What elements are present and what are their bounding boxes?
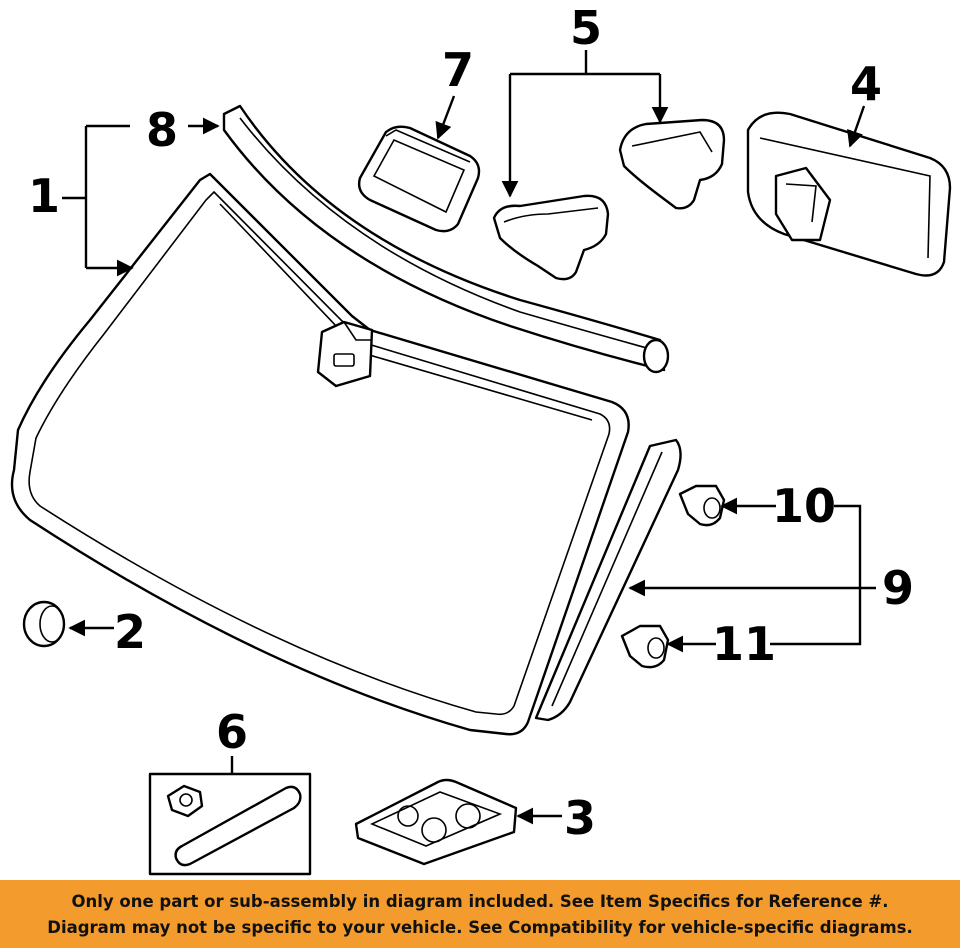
disclaimer-line-2: Diagram may not be specific to your vehi… xyxy=(47,918,913,937)
callout-5: 5 xyxy=(570,1,602,55)
pillar-molding-part xyxy=(534,438,682,722)
leader-lines xyxy=(62,50,876,825)
cap-part xyxy=(22,600,66,648)
rear-mirror-part xyxy=(746,111,952,277)
clip-part-upper xyxy=(678,484,726,527)
callout-6: 6 xyxy=(216,705,248,759)
callout-4: 4 xyxy=(850,57,882,111)
parts-diagram: 1 8 7 5 4 2 10 9 11 6 3 xyxy=(10,1,952,876)
callout-8: 8 xyxy=(146,103,178,157)
callout-9: 9 xyxy=(882,561,914,615)
mirror-cover-part xyxy=(492,118,726,281)
callout-11: 11 xyxy=(712,617,776,671)
molding-part xyxy=(222,104,670,374)
callout-1: 1 xyxy=(28,169,60,223)
tray-part xyxy=(354,778,518,866)
clip-part-lower xyxy=(620,624,670,669)
callout-3: 3 xyxy=(564,791,596,845)
callout-7: 7 xyxy=(442,43,474,97)
sensor-part xyxy=(357,125,481,233)
kit-box-part xyxy=(148,772,312,876)
callout-2: 2 xyxy=(114,605,146,659)
disclaimer-banner: Only one part or sub-assembly in diagram… xyxy=(0,880,960,948)
callout-10: 10 xyxy=(772,479,836,533)
windshield-part xyxy=(10,172,630,736)
disclaimer-line-1: Only one part or sub-assembly in diagram… xyxy=(71,892,889,911)
